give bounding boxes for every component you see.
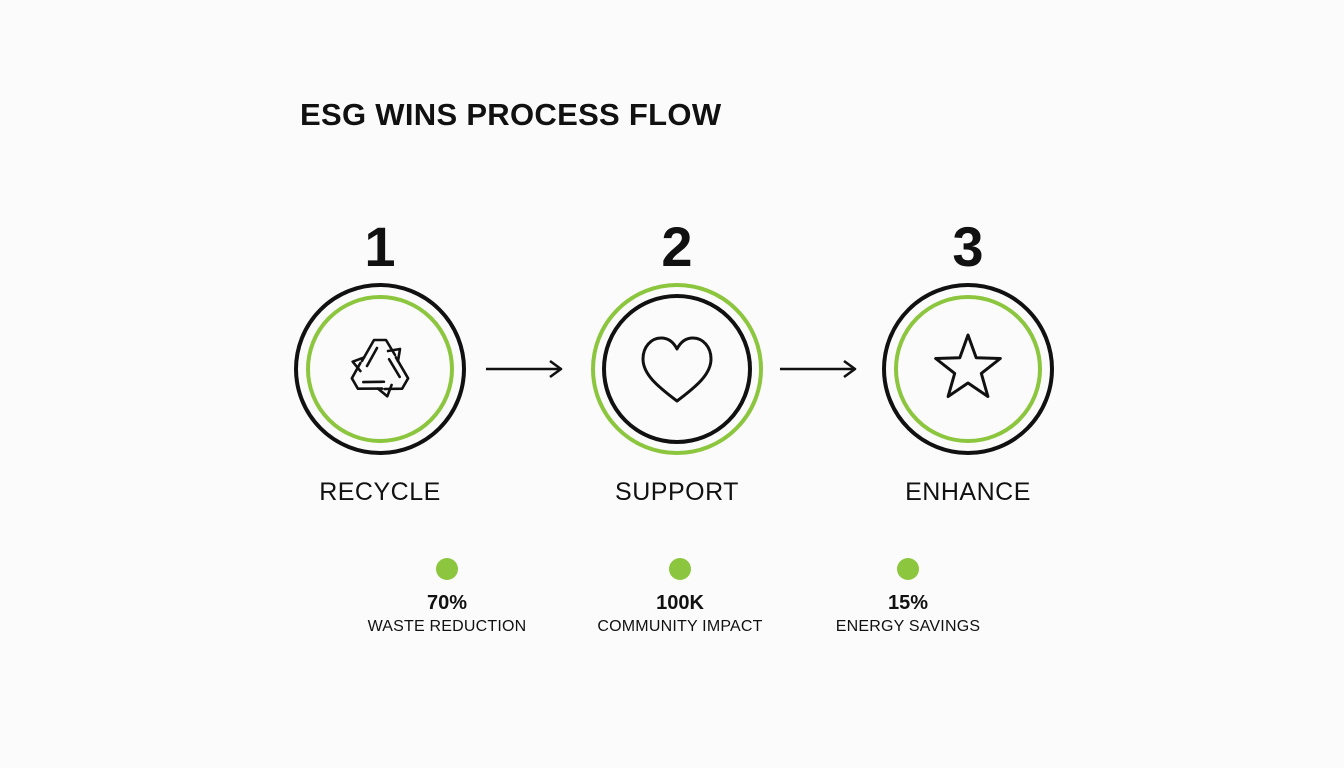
stat-caption: WASTE REDUCTION: [367, 618, 527, 635]
step-number: 1: [364, 215, 396, 278]
step-ring: [294, 283, 466, 455]
step-ring: [591, 283, 763, 455]
arrow-right-icon: [486, 359, 563, 379]
stat-dot: [669, 558, 691, 580]
stat-dot: [897, 558, 919, 580]
arrow-right-icon: [780, 359, 857, 379]
stat-caption: ENERGY SAVINGS: [835, 618, 981, 635]
recycle-icon: [350, 338, 410, 398]
step-number: 3: [952, 215, 984, 278]
stat-community-impact: 100K COMMUNITY IMPACT: [560, 556, 800, 646]
stat-caption: COMMUNITY IMPACT: [597, 618, 763, 635]
step-label: ENHANCE: [905, 478, 1031, 506]
step-ring: [882, 283, 1054, 455]
stat-value: 100K: [656, 592, 704, 614]
step-label: SUPPORT: [615, 478, 739, 506]
step-number: 2: [661, 215, 693, 278]
stat-energy-savings: 15% ENERGY SAVINGS: [788, 556, 1028, 646]
heart-icon: [641, 336, 713, 403]
step-1: 1: [280, 0, 480, 768]
step-2: 2 SUPPORT: [577, 0, 777, 768]
stat-dot: [436, 558, 458, 580]
star-icon: [934, 333, 1002, 398]
step-label: RECYCLE: [319, 478, 441, 506]
stat-waste-reduction: 70% WASTE REDUCTION: [327, 556, 567, 646]
stat-value: 70%: [426, 592, 468, 614]
stat-value: 15%: [887, 592, 929, 614]
page-title: ESG WINS PROCESS FLOW: [300, 97, 722, 132]
step-3: 3 ENHANCE: [868, 0, 1068, 768]
